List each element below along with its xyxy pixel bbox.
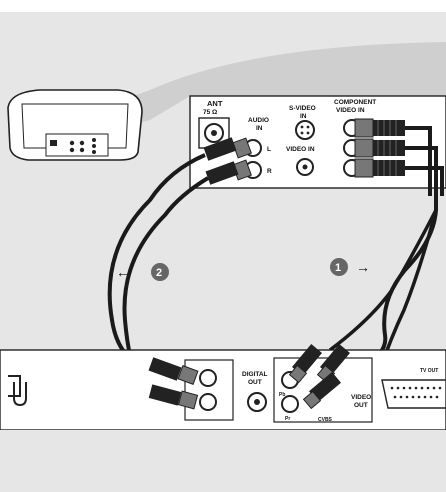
audio-r-label: R (267, 168, 272, 175)
cvbs-label: CVBS (318, 417, 333, 423)
step-2-indicator: ← 2 (116, 263, 169, 281)
step-1-number: 1 (335, 262, 341, 274)
step-2-arrow: ← (116, 264, 130, 280)
ant-impedance: 75 Ω (203, 109, 217, 116)
component-cable-b (328, 209, 438, 352)
top-margin (0, 0, 446, 12)
digital-out-label-2: OUT (248, 379, 262, 386)
step-1-badge (330, 258, 348, 276)
pb-label: Pb (279, 392, 285, 398)
pr-label: Pr (285, 416, 290, 422)
digital-out-label-1: DIGITAL (242, 371, 268, 378)
scart-connector (381, 379, 446, 409)
audio-l-label: L (267, 146, 271, 153)
video-out-label-1: VIDEO (351, 394, 371, 401)
step-1-indicator: 1 → (330, 258, 370, 276)
player-rear-panel: DIGITAL OUT Pb Pr CVBS VIDEO OUT TV OUT (0, 349, 446, 492)
video-in-label: VIDEO IN (286, 146, 315, 153)
tv-audio-plugs (203, 137, 252, 185)
tv-rear-thumbnail (7, 89, 143, 161)
player-audio-plugs (148, 357, 199, 410)
svideo-label-1: S-VIDEO (289, 105, 316, 112)
component-label-2: VIDEO IN (336, 107, 365, 114)
svideo-label-2: IN (300, 113, 307, 120)
player-component-plugs (288, 344, 351, 410)
video-out-label-2: OUT (354, 402, 368, 409)
audio-in-label-2: IN (256, 125, 263, 132)
step-2-badge (151, 263, 169, 281)
tv-component-plugs (354, 118, 444, 196)
audio-in-label-1: AUDIO (248, 117, 269, 124)
step-1-arrow: → (356, 259, 370, 275)
component-label-1: COMPONENT (334, 99, 376, 106)
svideo-jack (295, 120, 315, 140)
step-2-number: 2 (156, 267, 162, 279)
ant-label: ANT (207, 99, 223, 108)
tv-out-label: TV OUT (420, 368, 438, 374)
